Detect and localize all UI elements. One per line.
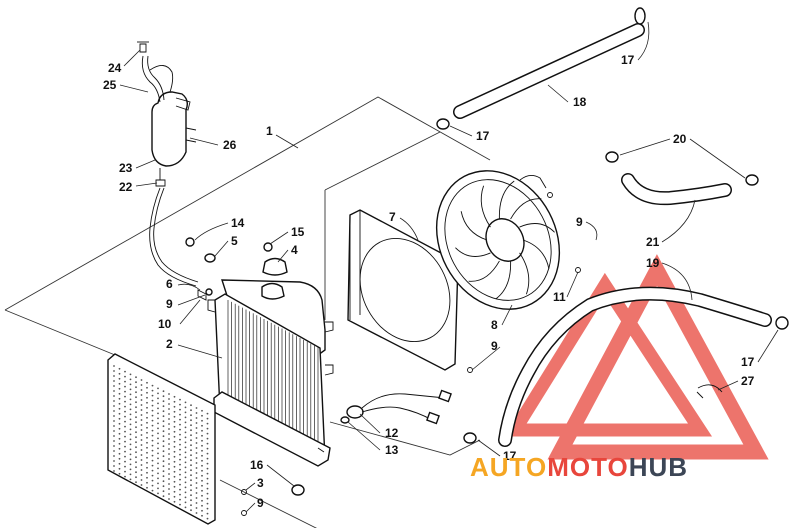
radiator	[207, 257, 334, 467]
callout-c18: 18	[573, 95, 587, 109]
watermark-part-auto: AUTO	[470, 452, 547, 482]
callout-c17b: 17	[476, 129, 490, 143]
watermark-part-hub: HUB	[629, 452, 688, 482]
callout-c2: 2	[166, 337, 173, 351]
callout-c19: 19	[646, 256, 660, 270]
callout-c4: 4	[291, 243, 298, 257]
callout-c9b: 9	[576, 215, 583, 229]
callout-c8: 8	[491, 318, 498, 332]
callout-c11: 11	[553, 290, 566, 304]
callout-c17a: 17	[621, 53, 635, 67]
fan-switch	[340, 389, 452, 425]
radiator-screen	[107, 353, 216, 525]
callout-c3: 3	[257, 476, 264, 490]
assembly-outline	[4, 96, 491, 528]
hardware	[185, 192, 581, 516]
callout-c7: 7	[389, 210, 396, 224]
callout-c17d: 17	[503, 449, 517, 463]
svg-text:AUTOMOTOHUB: AUTOMOTOHUB	[470, 452, 688, 482]
coolant-reservoir	[137, 41, 199, 287]
callout-c21: 21	[646, 235, 660, 249]
cooling-fan	[435, 170, 561, 310]
watermark-logo	[503, 254, 769, 460]
callout-c9a: 9	[166, 297, 173, 311]
callout-c12: 12	[385, 426, 399, 440]
callout-c13: 13	[385, 443, 399, 457]
callout-c15: 15	[291, 225, 305, 239]
callout-c14: 14	[231, 216, 245, 230]
callout-c26: 26	[223, 138, 237, 152]
callout-c23: 23	[119, 161, 133, 175]
callout-c9d: 9	[257, 496, 264, 510]
callout-c27: 27	[741, 374, 755, 388]
watermark-text: AUTOMOTOHUB	[470, 452, 688, 482]
callout-c22: 22	[119, 180, 133, 194]
callout-c24: 24	[108, 61, 122, 75]
lower-hose	[463, 286, 789, 447]
fan-shroud	[347, 209, 459, 371]
callout-c5: 5	[231, 234, 238, 248]
callout-c10: 10	[158, 317, 172, 331]
watermark-part-moto: MOTO	[547, 452, 629, 482]
leader-lines	[119, 21, 779, 513]
bypass-hose	[605, 151, 759, 206]
callout-c17c: 17	[741, 355, 755, 369]
callout-c25: 25	[103, 78, 117, 92]
callout-c20: 20	[673, 132, 687, 146]
callout-c16: 16	[250, 458, 264, 472]
upper-hose	[436, 7, 646, 130]
callout-c9c: 9	[491, 339, 498, 353]
callout-c6: 6	[166, 277, 173, 291]
callout-c1: 1	[266, 124, 273, 138]
